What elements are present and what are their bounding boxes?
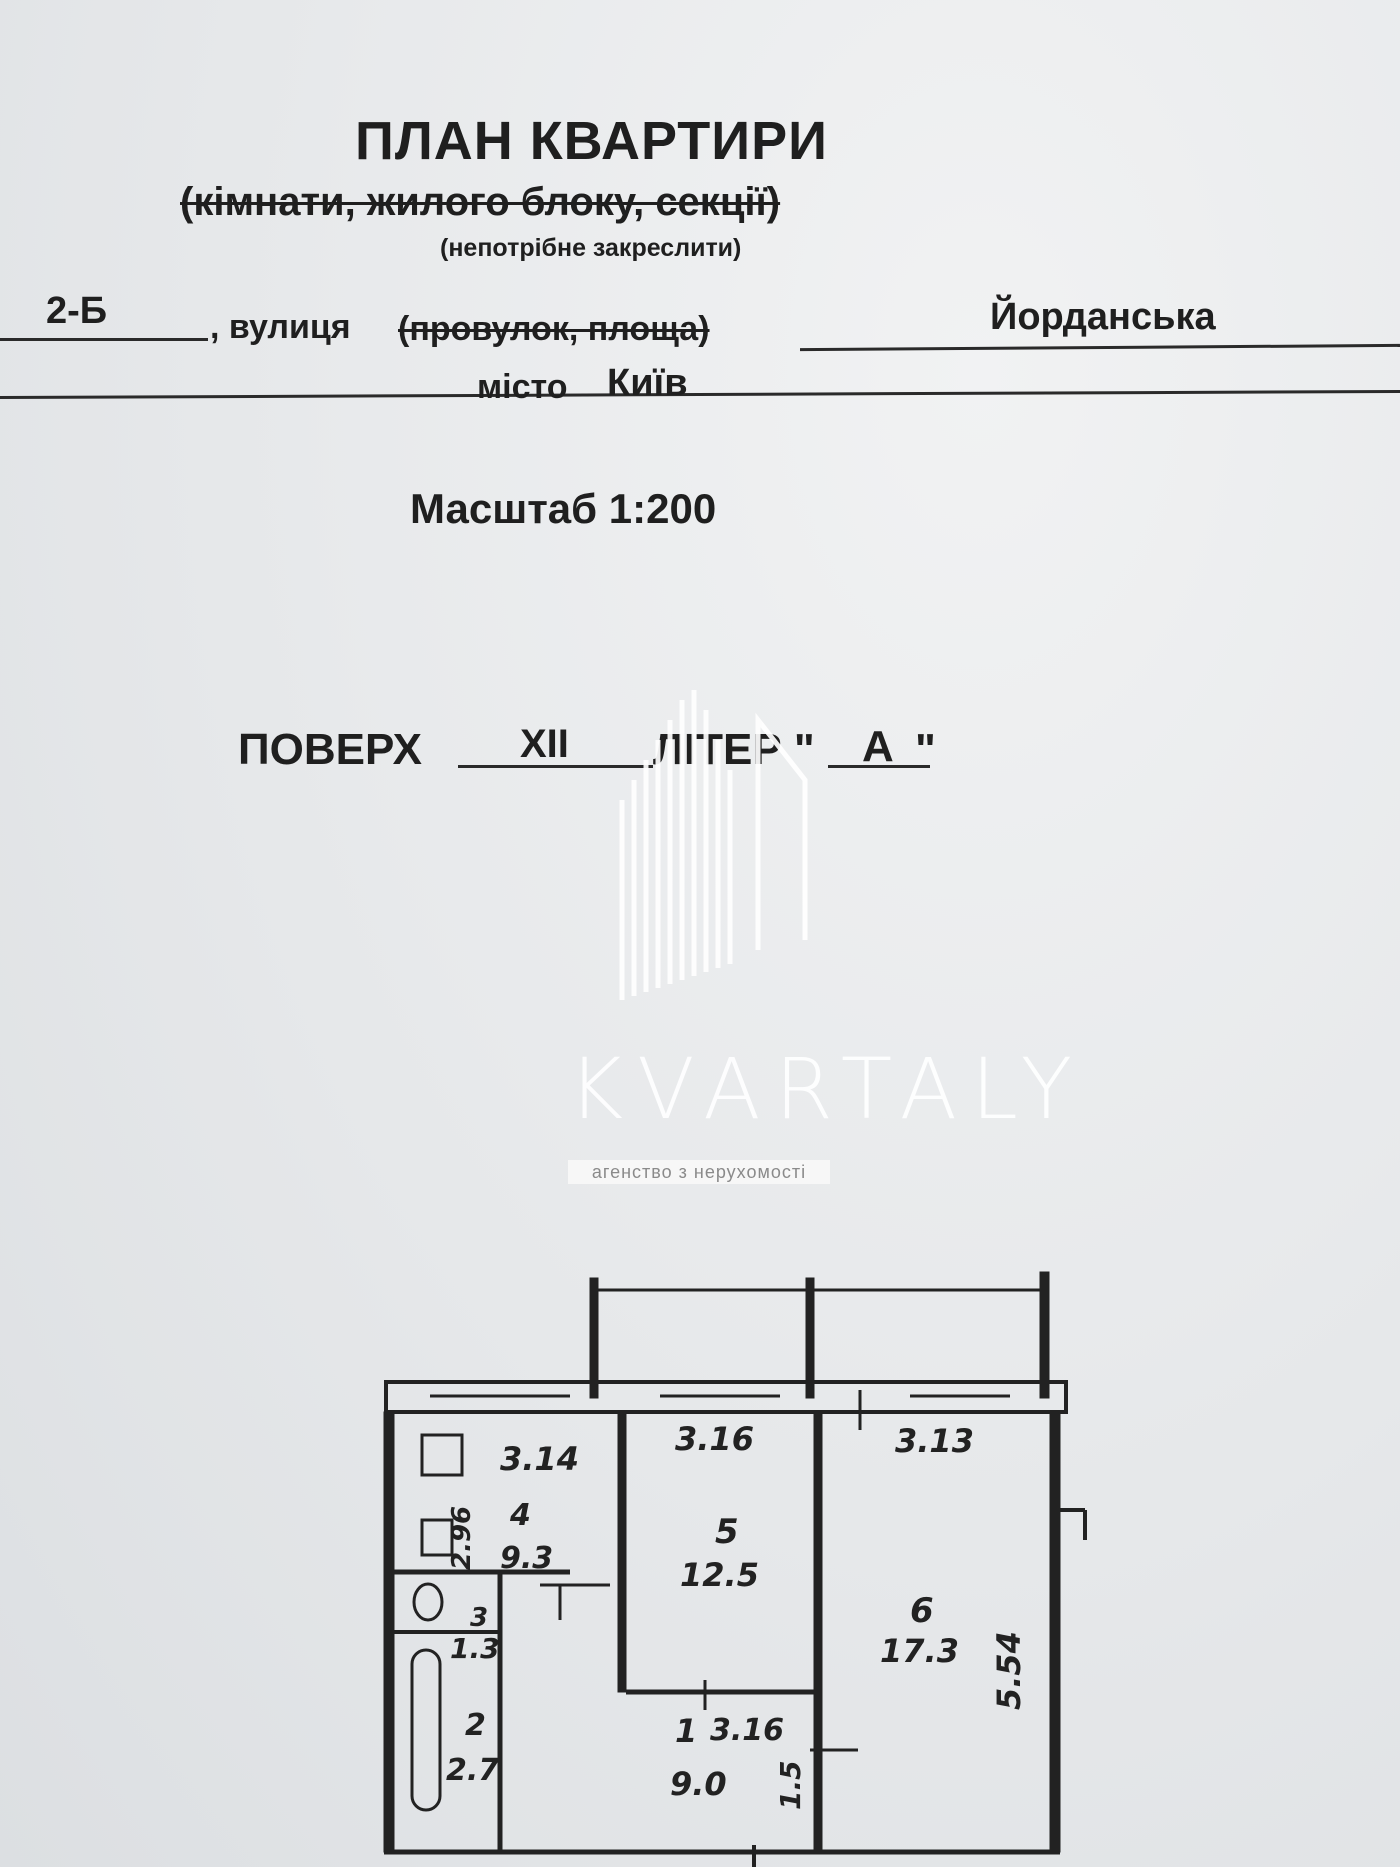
room-6-area: 17.3 <box>880 1632 959 1670</box>
watermark-caption: агенство з нерухомості <box>568 1160 830 1184</box>
room-2-area: 2.7 <box>446 1753 499 1788</box>
room-5-dimension-width: 3.16 <box>675 1420 754 1458</box>
room-6-number: 6 <box>910 1591 934 1631</box>
floor-plan: 3.14 4 9.3 2.96 3.16 5 12.5 3.13 6 17.3 … <box>383 1271 1087 1867</box>
balcony-wall-left <box>589 1277 599 1399</box>
left-wall <box>383 1411 395 1853</box>
room-4-dimension-depth: 2.96 <box>447 1506 477 1570</box>
room-2-number: 2 <box>465 1708 486 1743</box>
room-5-area: 12.5 <box>680 1556 759 1594</box>
wall-5-6 <box>813 1411 823 1853</box>
room-3-number: 3 <box>470 1603 488 1633</box>
floor-value: XII <box>520 722 569 766</box>
city-name: Київ <box>607 362 688 404</box>
room-6-dimension-depth: 5.54 <box>990 1631 1028 1710</box>
letter-underline <box>828 765 930 768</box>
room-4-area: 9.3 <box>500 1541 553 1576</box>
kvartaly-logo-mark <box>619 690 808 1000</box>
floor-label: ПОВЕРХ <box>238 725 422 774</box>
document-title: ПЛАН КВАРТИРИ <box>355 111 828 171</box>
top-wall <box>384 1380 1068 1414</box>
balcony-wall-middle <box>805 1277 815 1399</box>
room-3-area: 1.3 <box>450 1632 500 1665</box>
street-name: Йорданська <box>990 296 1216 338</box>
room-1-number: 1 <box>675 1712 697 1750</box>
floor-underline <box>458 765 653 768</box>
room-1-dimension-depth: 1.5 <box>774 1760 807 1810</box>
house-number-underline <box>0 338 208 341</box>
room-4-dimension-width: 3.14 <box>500 1440 579 1478</box>
letter-value: А <box>862 722 894 771</box>
street-underline <box>799 343 1400 352</box>
address-line <box>0 389 1400 400</box>
house-number: 2-Б <box>46 290 108 332</box>
struck-subtitle: (кімнати, жилого блоку, секції) <box>180 180 781 224</box>
watermark-name: KVARTALY <box>568 1040 1087 1138</box>
city-label: місто <box>477 368 568 406</box>
balcony-wall-right <box>1039 1271 1050 1399</box>
scale-label: Масштаб 1:200 <box>410 485 717 532</box>
street-prefix: , вулиця <box>210 308 351 346</box>
room-1-dimension-width: 3.16 <box>710 1713 784 1748</box>
room-4-number: 4 <box>509 1498 531 1533</box>
strike-note: (непотрібне закреслити) <box>440 234 742 262</box>
room-6-dimension-width: 3.13 <box>895 1422 974 1460</box>
room-1-area: 9.0 <box>670 1765 727 1803</box>
right-wall <box>1049 1411 1061 1853</box>
room-5-number: 5 <box>715 1512 739 1552</box>
wall-4-5 <box>617 1411 627 1693</box>
letter-close-quote: " <box>915 725 936 774</box>
street-struck-text: (провулок, площа) <box>398 310 710 348</box>
